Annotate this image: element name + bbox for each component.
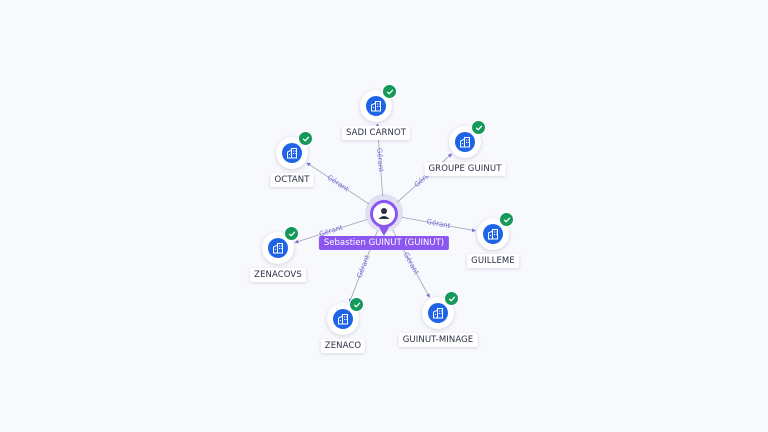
company-node-circle[interactable] (262, 232, 294, 264)
company-name-label[interactable]: GUINUT-MINAGE (398, 333, 478, 347)
company-name-label[interactable]: ZENACO (320, 339, 366, 353)
edge-label: Gérant (402, 251, 421, 276)
company-building-icon (366, 96, 386, 116)
edge-line (306, 162, 370, 205)
center-person-label[interactable]: Sebastien GUINUT (GUINUT) (318, 236, 450, 250)
company-building-icon (282, 143, 302, 163)
verified-check-icon (444, 291, 459, 306)
edge-label: Gérant (355, 254, 371, 280)
verified-check-icon (298, 131, 313, 146)
company-building-icon (483, 224, 503, 244)
edge-label: Gérant (326, 174, 351, 194)
company-name-label[interactable]: ZENACOVS (250, 268, 306, 282)
company-node-circle[interactable] (422, 297, 454, 329)
company-name-label[interactable]: OCTANT (270, 173, 314, 187)
verified-check-icon (349, 297, 364, 312)
edge-line (401, 216, 476, 233)
company-node-circle[interactable] (276, 137, 308, 169)
verified-check-icon (471, 120, 486, 135)
company-name-label[interactable]: SADI CARNOT (341, 126, 411, 140)
verified-check-icon (499, 212, 514, 227)
company-building-icon (268, 238, 288, 258)
edge-line (397, 153, 453, 203)
company-name-label[interactable]: GUILLEME (467, 254, 519, 268)
edge-label: Gérant (426, 218, 451, 230)
company-name-label[interactable]: GROUPE GUINUT (424, 162, 506, 176)
company-building-icon (428, 303, 448, 323)
edge-line (294, 219, 367, 244)
center-person-node[interactable] (368, 198, 400, 238)
person-icon (370, 199, 398, 236)
edge-label: Gérant (375, 148, 385, 173)
verified-check-icon (382, 84, 397, 99)
company-building-icon (455, 132, 475, 152)
verified-check-icon (284, 226, 299, 241)
company-building-icon (333, 309, 353, 329)
